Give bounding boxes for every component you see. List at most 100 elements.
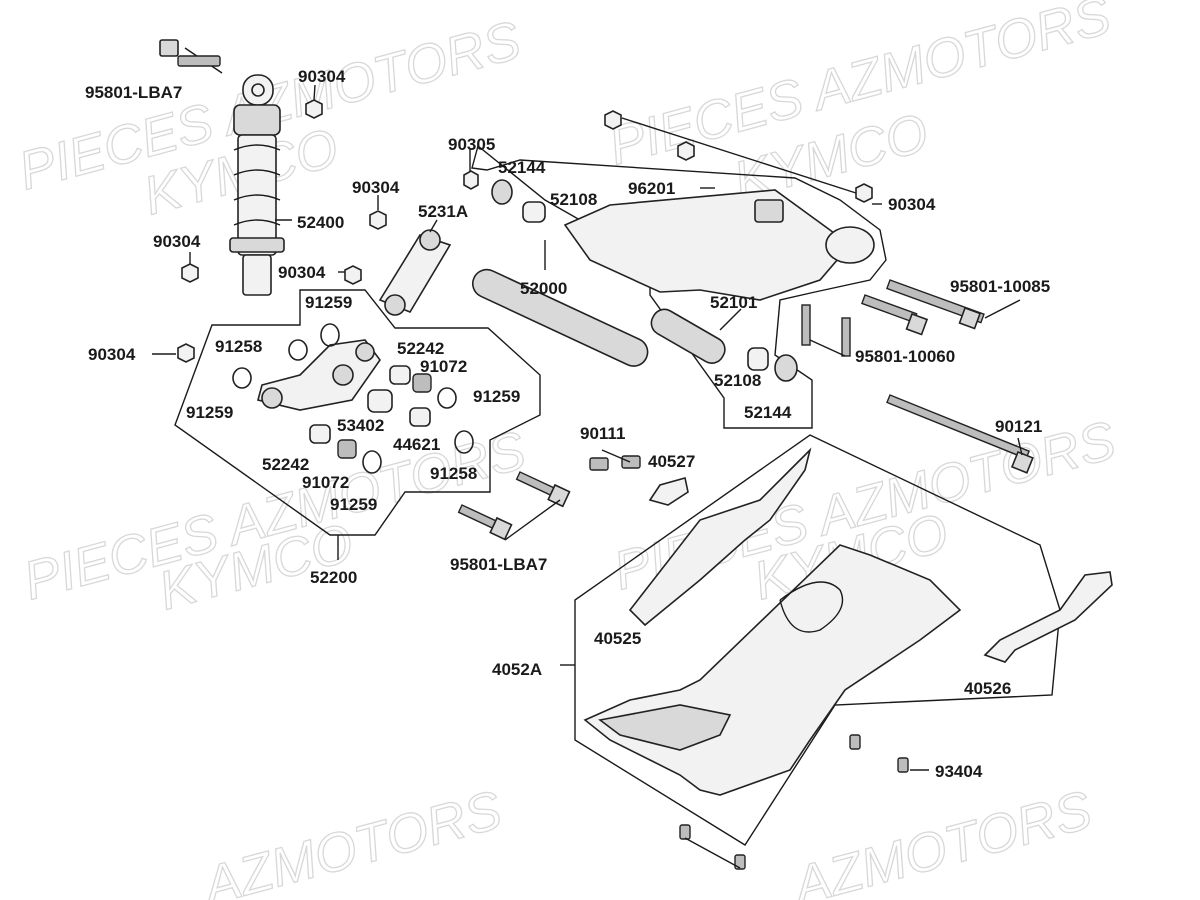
cover-contour [779,581,844,633]
bushing-52242-a [389,365,411,385]
label-91259: 91259 [473,387,520,406]
bolt-90121-head [1010,450,1034,474]
cover-front-lip [598,704,732,751]
bolt-95801-10060-b [841,317,851,357]
leader-line [601,449,631,463]
collar-52108-a [522,201,546,223]
label-90305: 90305 [448,135,495,154]
link-top-hole [419,229,441,251]
swingarm-52000 [471,187,875,367]
leader-line [1017,437,1023,456]
watermark-text: AZMOTORS [785,780,1098,900]
link-5231a [378,229,452,316]
link-bottom-hole [384,294,406,316]
screw-93404-b [897,757,909,773]
bearing-91072-b [337,439,357,459]
linkage-hole-a [261,387,283,409]
leader-line [313,84,316,101]
label-44621: 44621 [393,435,440,454]
swingarm-tube [471,268,649,367]
label-90111: 90111 [580,424,625,443]
bushing-52144-a [491,179,513,205]
nut-90305 [463,170,479,190]
part-labels: 95801-LBA7 90304 90305 52144 52108 96201… [85,67,1050,781]
shock-absorber [159,39,285,296]
linkage-parts [232,323,474,474]
screw-93404-a [849,734,861,750]
leader-line [719,308,742,331]
label-91258: 91258 [215,337,262,356]
bolt-95801-10085 [886,279,985,324]
leader-line [504,499,561,541]
label-52144: 52144 [744,403,792,422]
collar-53402 [367,389,393,413]
bushings [491,179,798,382]
label-52101: 52101 [710,293,757,312]
label-90304: 90304 [88,345,136,364]
bolt-mid [861,294,918,324]
seal-91258-b [454,430,474,454]
leader-line [684,837,741,869]
nut-90304-b [369,210,387,230]
seal-91258-a [288,339,308,361]
nut-90304-a [305,99,323,119]
bolt-mid-head [905,312,929,336]
seal-91259-b [232,367,252,389]
bushing-52144-b [774,354,798,382]
seal-91259-d [362,450,382,474]
long-bolts [801,279,1034,474]
shock-top-eye [242,74,274,106]
nut-90304-d [344,265,362,285]
shock-top-eye-hole [251,83,265,97]
collar-44621 [409,407,431,427]
bracket-40527 [648,477,689,506]
linkage-arm-52200 [257,339,381,411]
label-91259: 91259 [305,293,352,312]
nut-upper [677,141,695,161]
shaft-52101 [650,308,726,364]
seal-91259-c [437,387,457,409]
label-52144: 52144 [498,158,546,177]
swingarm-bracket [754,199,784,223]
label-95801-10085: 95801-10085 [950,277,1050,296]
label-40525: 40525 [594,629,641,648]
nut-90304-e [177,343,195,363]
label-52242: 52242 [262,455,309,474]
label-52000: 52000 [520,279,567,298]
label-95801-lba7: 95801-LBA7 [85,83,182,102]
label-90304: 90304 [352,178,400,197]
bearing-91072-a [412,373,432,393]
shock-lower-collar [229,237,285,253]
label-91258: 91258 [430,464,477,483]
bolt-95801-10060-a [801,304,811,346]
bolt-95801-10085-head [958,306,982,330]
shock-spring [233,144,281,226]
label-40526: 40526 [964,679,1011,698]
label-4052a: 4052A [492,660,542,679]
label-95801-lba7: 95801-LBA7 [450,555,547,574]
label-52108: 52108 [714,371,761,390]
nut-top [604,110,622,130]
bolt-shaft [177,55,221,67]
label-91072: 91072 [302,473,349,492]
brace-40526 [983,571,1113,663]
leader-line [809,339,846,357]
leader-line [621,117,857,194]
label-91072: 91072 [420,357,467,376]
linkage-group-outline [174,289,541,536]
label-93404: 93404 [935,762,983,781]
leader-line [429,219,438,233]
label-90304: 90304 [298,67,346,86]
label-91259: 91259 [330,495,377,514]
lower-bolts [457,455,689,541]
label-40527: 40527 [648,452,695,471]
cover-assembly [583,447,1113,870]
label-96201: 96201 [628,179,675,198]
label-53402: 53402 [337,416,384,435]
shock-lower-eye [242,254,272,296]
label-90304: 90304 [153,232,201,251]
bolt-90111-b [621,455,641,469]
swingarm-clamp [825,226,875,264]
bushing-52242-b [309,424,331,444]
